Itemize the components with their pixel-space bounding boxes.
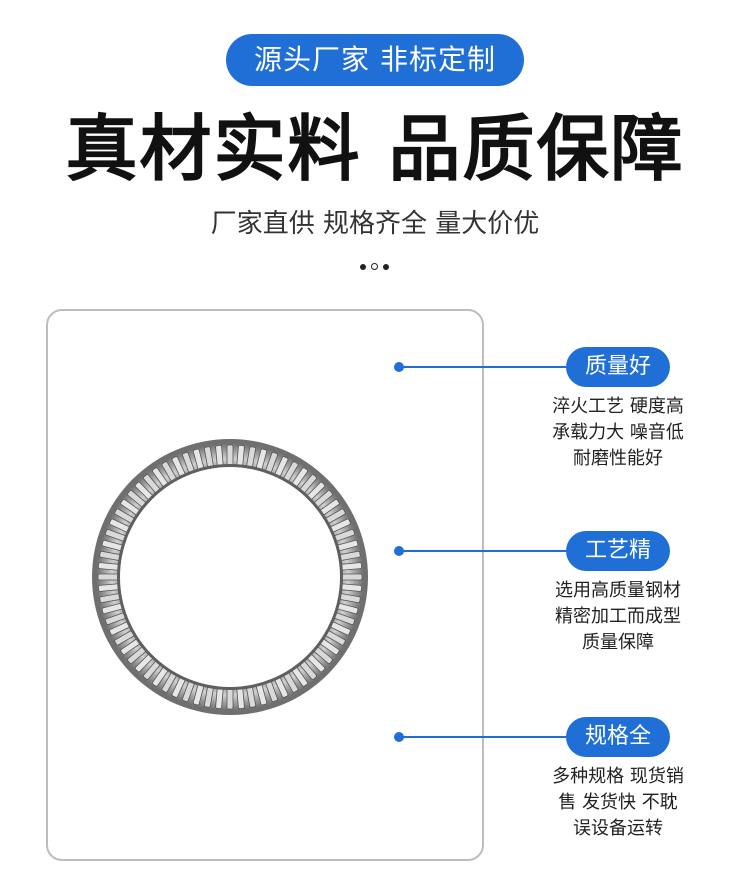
page-title: 真材实料 品质保障 xyxy=(65,107,685,191)
dot-icon-active xyxy=(371,263,378,270)
feature-description: 淬火工艺 硬度高承载力大 噪音低耐磨性能好 xyxy=(530,394,706,472)
page-subtitle: 厂家直供 规格齐全 量大价优 xyxy=(210,209,540,239)
feature-description-line: 质量保障 xyxy=(582,632,654,653)
feature-description-line: 耐磨性能好 xyxy=(573,448,663,469)
feature-description-line: 多种规格 现货销 xyxy=(552,766,684,787)
thrust-needle-roller-bearing-icon xyxy=(92,439,368,715)
feature-title: 规格全 xyxy=(566,717,670,757)
connector-line xyxy=(398,736,568,738)
connector-line xyxy=(398,550,568,552)
feature-description-line: 售 发货快 不耽 xyxy=(558,792,678,813)
roller xyxy=(226,444,234,468)
connector-line xyxy=(398,366,568,368)
feature-description-line: 精密加工而成型 xyxy=(555,606,681,627)
dot-icon xyxy=(360,264,366,270)
feature-title: 质量好 xyxy=(566,347,670,387)
top-badge: 源头厂家 非标定制 xyxy=(226,34,524,86)
feature-description-line: 误设备运转 xyxy=(573,818,663,839)
feature-description: 多种规格 现货销售 发货快 不耽误设备运转 xyxy=(530,764,706,842)
dot-icon xyxy=(383,264,389,270)
feature-description-line: 承载力大 噪音低 xyxy=(552,422,684,443)
product-image-frame xyxy=(46,309,484,861)
feature-description-line: 选用高质量钢材 xyxy=(555,580,681,601)
feature-description: 选用高质量钢材精密加工而成型质量保障 xyxy=(530,578,706,656)
pagination-dots xyxy=(358,262,392,272)
roller xyxy=(339,573,363,581)
roller-pattern xyxy=(97,444,363,710)
feature-description-line: 淬火工艺 硬度高 xyxy=(552,396,684,417)
roller xyxy=(226,686,234,710)
feature-title: 工艺精 xyxy=(566,531,670,571)
roller xyxy=(97,573,121,581)
